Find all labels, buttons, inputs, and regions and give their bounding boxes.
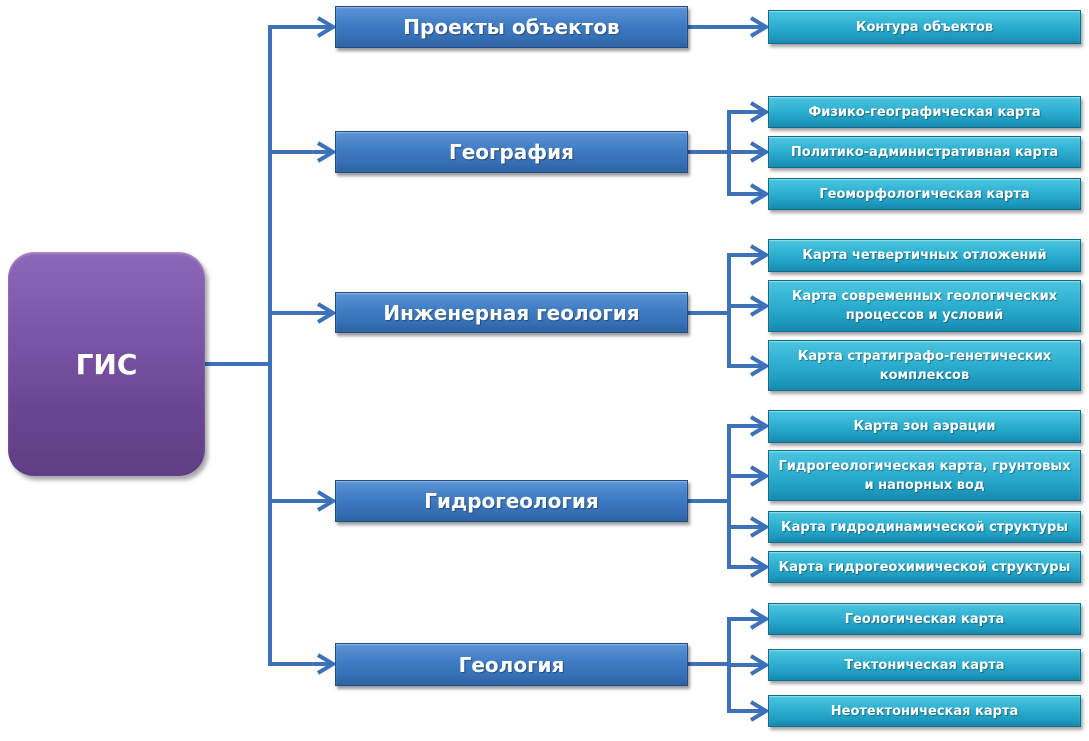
arrowhead-icon xyxy=(316,16,337,38)
arrowhead-icon xyxy=(749,101,770,123)
leaf-node: Карта зон аэрации xyxy=(768,410,1081,443)
leaf-label: Карта стратиграфо-генетических комплексо… xyxy=(797,348,1052,383)
arrowhead-icon xyxy=(749,516,770,538)
arrowhead-icon xyxy=(316,490,337,512)
leaf-label: Гидрогеологическая карта, грунтовых и на… xyxy=(778,458,1071,493)
arrowhead-icon xyxy=(749,654,770,676)
category-projects: Проекты объектов xyxy=(335,6,688,48)
leaf-label: Политико-административная карта xyxy=(790,144,1059,160)
leaf-label: Карта гидродинамической структуры xyxy=(780,519,1069,535)
root-label: ГИС xyxy=(75,347,138,381)
arrowhead-icon xyxy=(749,16,770,38)
arrowhead-icon xyxy=(316,302,337,324)
leaf-label: Тектоническая карта xyxy=(844,657,1005,673)
leaf-node: Неотектоническая карта xyxy=(768,695,1081,727)
leaf-node: Карта стратиграфо-генетических комплексо… xyxy=(768,340,1081,391)
category-label: Инженерная геология xyxy=(383,300,640,325)
leaf-node: Контура объектов xyxy=(768,10,1081,44)
arrowhead-icon xyxy=(749,355,770,377)
leaf-node: Карта гидродинамической структуры xyxy=(768,511,1081,543)
arrowhead-icon xyxy=(749,608,770,630)
leaf-node: Геоморфологическая карта xyxy=(768,178,1081,210)
category-label: География xyxy=(448,140,574,164)
category-label: Проекты объектов xyxy=(403,15,620,39)
leaf-label: Неотектоническая карта xyxy=(830,703,1019,719)
category-label: Гидрогеология xyxy=(424,489,599,513)
category-geology: Геология xyxy=(335,643,688,686)
arrowhead-icon xyxy=(749,141,770,163)
arrowhead-icon xyxy=(749,465,770,487)
leaf-label: Физико-географическая карта xyxy=(808,104,1041,120)
category-hydrogeology: Гидрогеология xyxy=(335,480,688,522)
leaf-label: Контура объектов xyxy=(855,19,994,35)
category-geography: География xyxy=(335,131,688,173)
arrowhead-icon xyxy=(749,183,770,205)
leaf-node: Политико-административная карта xyxy=(768,136,1081,168)
leaf-node: Карта четвертичных отложений xyxy=(768,239,1081,272)
leaf-node: Тектоническая карта xyxy=(768,649,1081,681)
arrowhead-icon xyxy=(749,415,770,437)
leaf-node: Карта современных геологических процессо… xyxy=(768,280,1081,332)
leaf-label: Карта современных геологических процессо… xyxy=(791,289,1058,323)
arrowhead-icon xyxy=(749,295,770,317)
leaf-label: Карта четвертичных отложений xyxy=(802,248,1047,263)
leaf-node: Карта гидрогеохимической структуры xyxy=(768,551,1081,583)
leaf-node: Физико-географическая карта xyxy=(768,96,1081,128)
root-node-gis: ГИС xyxy=(8,252,205,476)
category-engineering-geology: Инженерная геология xyxy=(335,292,688,333)
arrowhead-icon xyxy=(316,141,337,163)
arrowhead-icon xyxy=(316,653,337,675)
leaf-label: Геологическая карта xyxy=(844,611,1005,627)
arrowhead-icon xyxy=(749,700,770,722)
leaf-label: Карта гидрогеохимической структуры xyxy=(778,559,1071,575)
leaf-node: Геологическая карта xyxy=(768,603,1081,635)
leaf-label: Карта зон аэрации xyxy=(853,419,996,434)
category-label: Геология xyxy=(458,652,565,677)
leaf-label: Геоморфологическая карта xyxy=(819,186,1030,202)
arrowhead-icon xyxy=(749,244,770,266)
leaf-node: Гидрогеологическая карта, грунтовых и на… xyxy=(768,450,1081,501)
arrowhead-icon xyxy=(749,556,770,578)
